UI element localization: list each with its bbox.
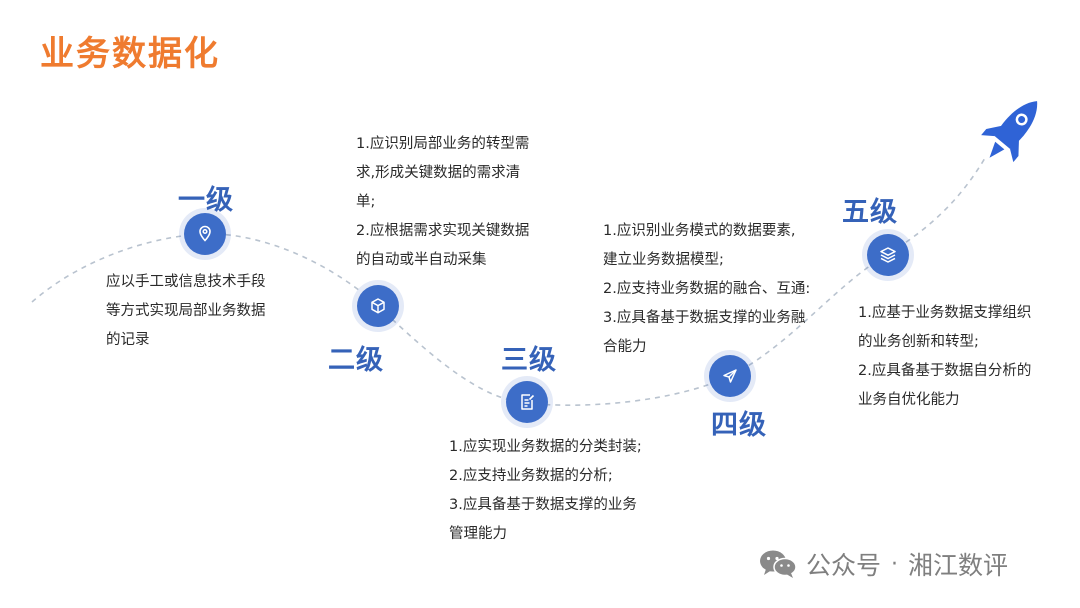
level-2-description: 1.应识别局部业务的转型需 求,形成关键数据的需求清 单; 2.应根据需求实现关… bbox=[356, 130, 529, 275]
level-2-label: 二级 bbox=[328, 345, 384, 376]
description-line: 求,形成关键数据的需求清 bbox=[356, 165, 521, 181]
level-5-label: 五级 bbox=[842, 197, 898, 228]
map-pin-icon bbox=[199, 225, 211, 242]
description-line: 1.应识别局部业务的转型需 bbox=[356, 136, 530, 152]
level-4-description: 1.应识别业务模式的数据要素, 建立业务数据模型; 2.应支持业务数据的融合、互… bbox=[603, 217, 810, 362]
level-2-node bbox=[357, 285, 399, 327]
level-3-description: 1.应实现业务数据的分类封装; 2.应支持业务数据的分析; 3.应具备基于数据支… bbox=[449, 433, 642, 549]
description-line: 单; bbox=[356, 194, 376, 210]
level-3-node bbox=[506, 381, 548, 423]
watermark: 公众号 · 湘江数评 bbox=[758, 546, 1008, 582]
send-icon bbox=[723, 369, 737, 383]
watermark-account-name: 湘江数评 bbox=[908, 551, 1009, 580]
level-3-label: 三级 bbox=[501, 345, 557, 376]
level-4-node bbox=[709, 355, 751, 397]
watermark-prefix: 公众号 bbox=[806, 551, 882, 580]
level-5-node bbox=[867, 234, 909, 276]
description-line: 2.应支持业务数据的融合、互通: bbox=[603, 281, 811, 297]
description-line: 1.应识别业务模式的数据要素, bbox=[603, 223, 796, 239]
rocket-icon bbox=[981, 101, 1038, 163]
description-line: 管理能力 bbox=[449, 526, 507, 542]
description-line: 合能力 bbox=[603, 339, 647, 355]
level-4-label: 四级 bbox=[711, 410, 767, 441]
description-line: 应以手工或信息技术手段 bbox=[106, 274, 266, 290]
description-line: 业务自优化能力 bbox=[858, 392, 960, 408]
description-line: 的自动或半自动采集 bbox=[356, 252, 487, 268]
description-line: 的业务创新和转型; bbox=[858, 334, 979, 350]
level-1-node bbox=[184, 213, 226, 255]
description-line: 2.应支持业务数据的分析; bbox=[449, 468, 613, 484]
wechat-icon bbox=[760, 550, 797, 578]
level-1-label: 一级 bbox=[178, 185, 234, 216]
description-line: 3.应具备基于数据支撑的业务 bbox=[449, 497, 637, 513]
description-line: 1.应基于业务数据支撑组织 bbox=[858, 305, 1032, 321]
description-line: 2.应具备基于数据自分析的 bbox=[858, 363, 1032, 379]
cube-icon bbox=[371, 298, 385, 314]
watermark-separator: · bbox=[891, 551, 899, 577]
description-line: 等方式实现局部业务数据 bbox=[106, 303, 266, 319]
description-line: 3.应具备基于数据支撑的业务融 bbox=[603, 310, 806, 326]
description-line: 的记录 bbox=[106, 332, 150, 348]
level-1-description: 应以手工或信息技术手段 等方式实现局部业务数据 的记录 bbox=[106, 268, 266, 355]
layers-icon bbox=[880, 247, 896, 263]
description-line: 1.应实现业务数据的分类封装; bbox=[449, 439, 642, 455]
description-line: 2.应根据需求实现关键数据 bbox=[356, 223, 530, 239]
description-line: 建立业务数据模型; bbox=[603, 252, 724, 268]
level-5-description: 1.应基于业务数据支撑组织 的业务创新和转型; 2.应具备基于数据自分析的 业务… bbox=[858, 299, 1031, 415]
document-edit-icon bbox=[521, 394, 535, 410]
page-title: 业务数据化 bbox=[40, 34, 220, 74]
